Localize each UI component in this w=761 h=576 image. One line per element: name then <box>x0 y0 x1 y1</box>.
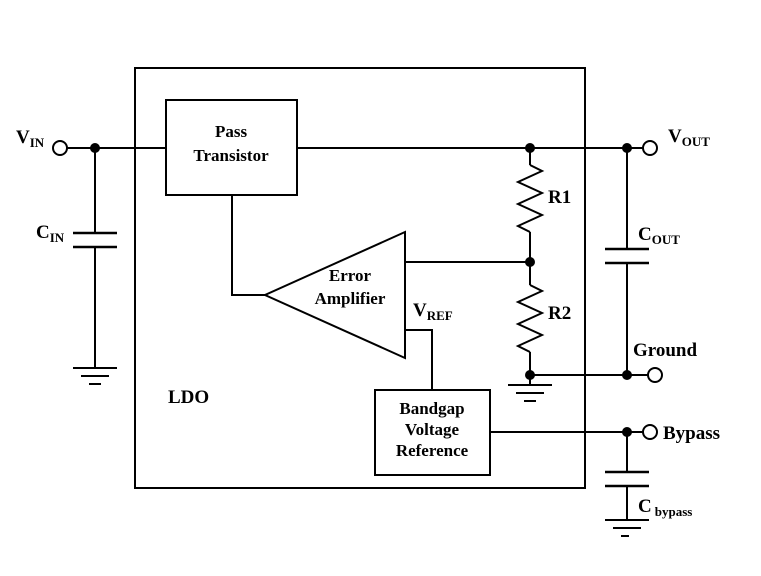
junction-bypass-cbypass <box>622 427 632 437</box>
vout-terminal <box>642 140 658 156</box>
junction-cout-ground <box>622 370 632 380</box>
error-amplifier-label-2: Amplifier <box>315 289 386 308</box>
cout-label: COUT <box>638 224 680 247</box>
error-amplifier-label-1: Error <box>329 266 372 285</box>
error-amplifier-triangle <box>262 230 406 360</box>
vref-label: VREF <box>413 300 453 323</box>
junction-vout-cout <box>622 143 632 153</box>
junction-vin-cin <box>90 143 100 153</box>
cbypass-ground-symbol <box>605 519 649 537</box>
r2-label: R2 <box>548 303 571 324</box>
pass-transistor-box <box>165 99 298 196</box>
bandgap-label-1: Bandgap <box>399 399 464 418</box>
cbypass-capacitor <box>605 470 649 488</box>
pass-transistor-label-2: Transistor <box>193 146 269 165</box>
r2-ground-symbol <box>508 384 552 402</box>
vin-label: VIN <box>16 127 45 150</box>
cin-label-main: C <box>36 222 50 243</box>
cout-label-sub: OUT <box>652 232 681 247</box>
cbypass-label-sub: bypass <box>655 504 693 519</box>
cout-label-main: C <box>638 224 652 245</box>
ground-terminal <box>647 367 663 383</box>
bandgap-label-2: Voltage <box>405 420 460 439</box>
vout-label-sub: OUT <box>682 134 711 149</box>
cbypass-label-main: C <box>638 496 652 517</box>
vin-label-main: V <box>16 127 30 148</box>
bypass-terminal <box>642 424 658 440</box>
r1-resistor <box>515 164 545 233</box>
cin-capacitor <box>73 231 117 249</box>
r1-label: R1 <box>548 187 571 208</box>
r2-resistor <box>515 284 545 353</box>
vref-label-main: V <box>413 300 427 321</box>
bandgap-label-3: Reference <box>396 441 469 460</box>
vout-label-main: V <box>668 126 682 147</box>
pass-transistor-label-1: Pass <box>215 122 248 141</box>
cout-capacitor <box>605 247 649 265</box>
vin-terminal <box>52 140 68 156</box>
cin-label-sub: IN <box>50 230 65 245</box>
wire-vref <box>405 329 433 390</box>
vout-label: VOUT <box>668 126 710 149</box>
wire-amp-to-pass <box>231 195 265 296</box>
vin-label-sub: IN <box>30 135 45 150</box>
ldo-label: LDO <box>168 387 209 408</box>
bypass-label: Bypass <box>663 423 720 444</box>
cin-label: CIN <box>36 222 65 245</box>
vref-label-sub: REF <box>427 308 453 323</box>
junction-r2-ground <box>525 370 535 380</box>
junction-vout-r1 <box>525 143 535 153</box>
junction-feedback <box>525 257 535 267</box>
cin-ground-symbol <box>73 367 117 385</box>
ground-label: Ground <box>633 340 698 361</box>
bandgap-box <box>374 389 491 476</box>
